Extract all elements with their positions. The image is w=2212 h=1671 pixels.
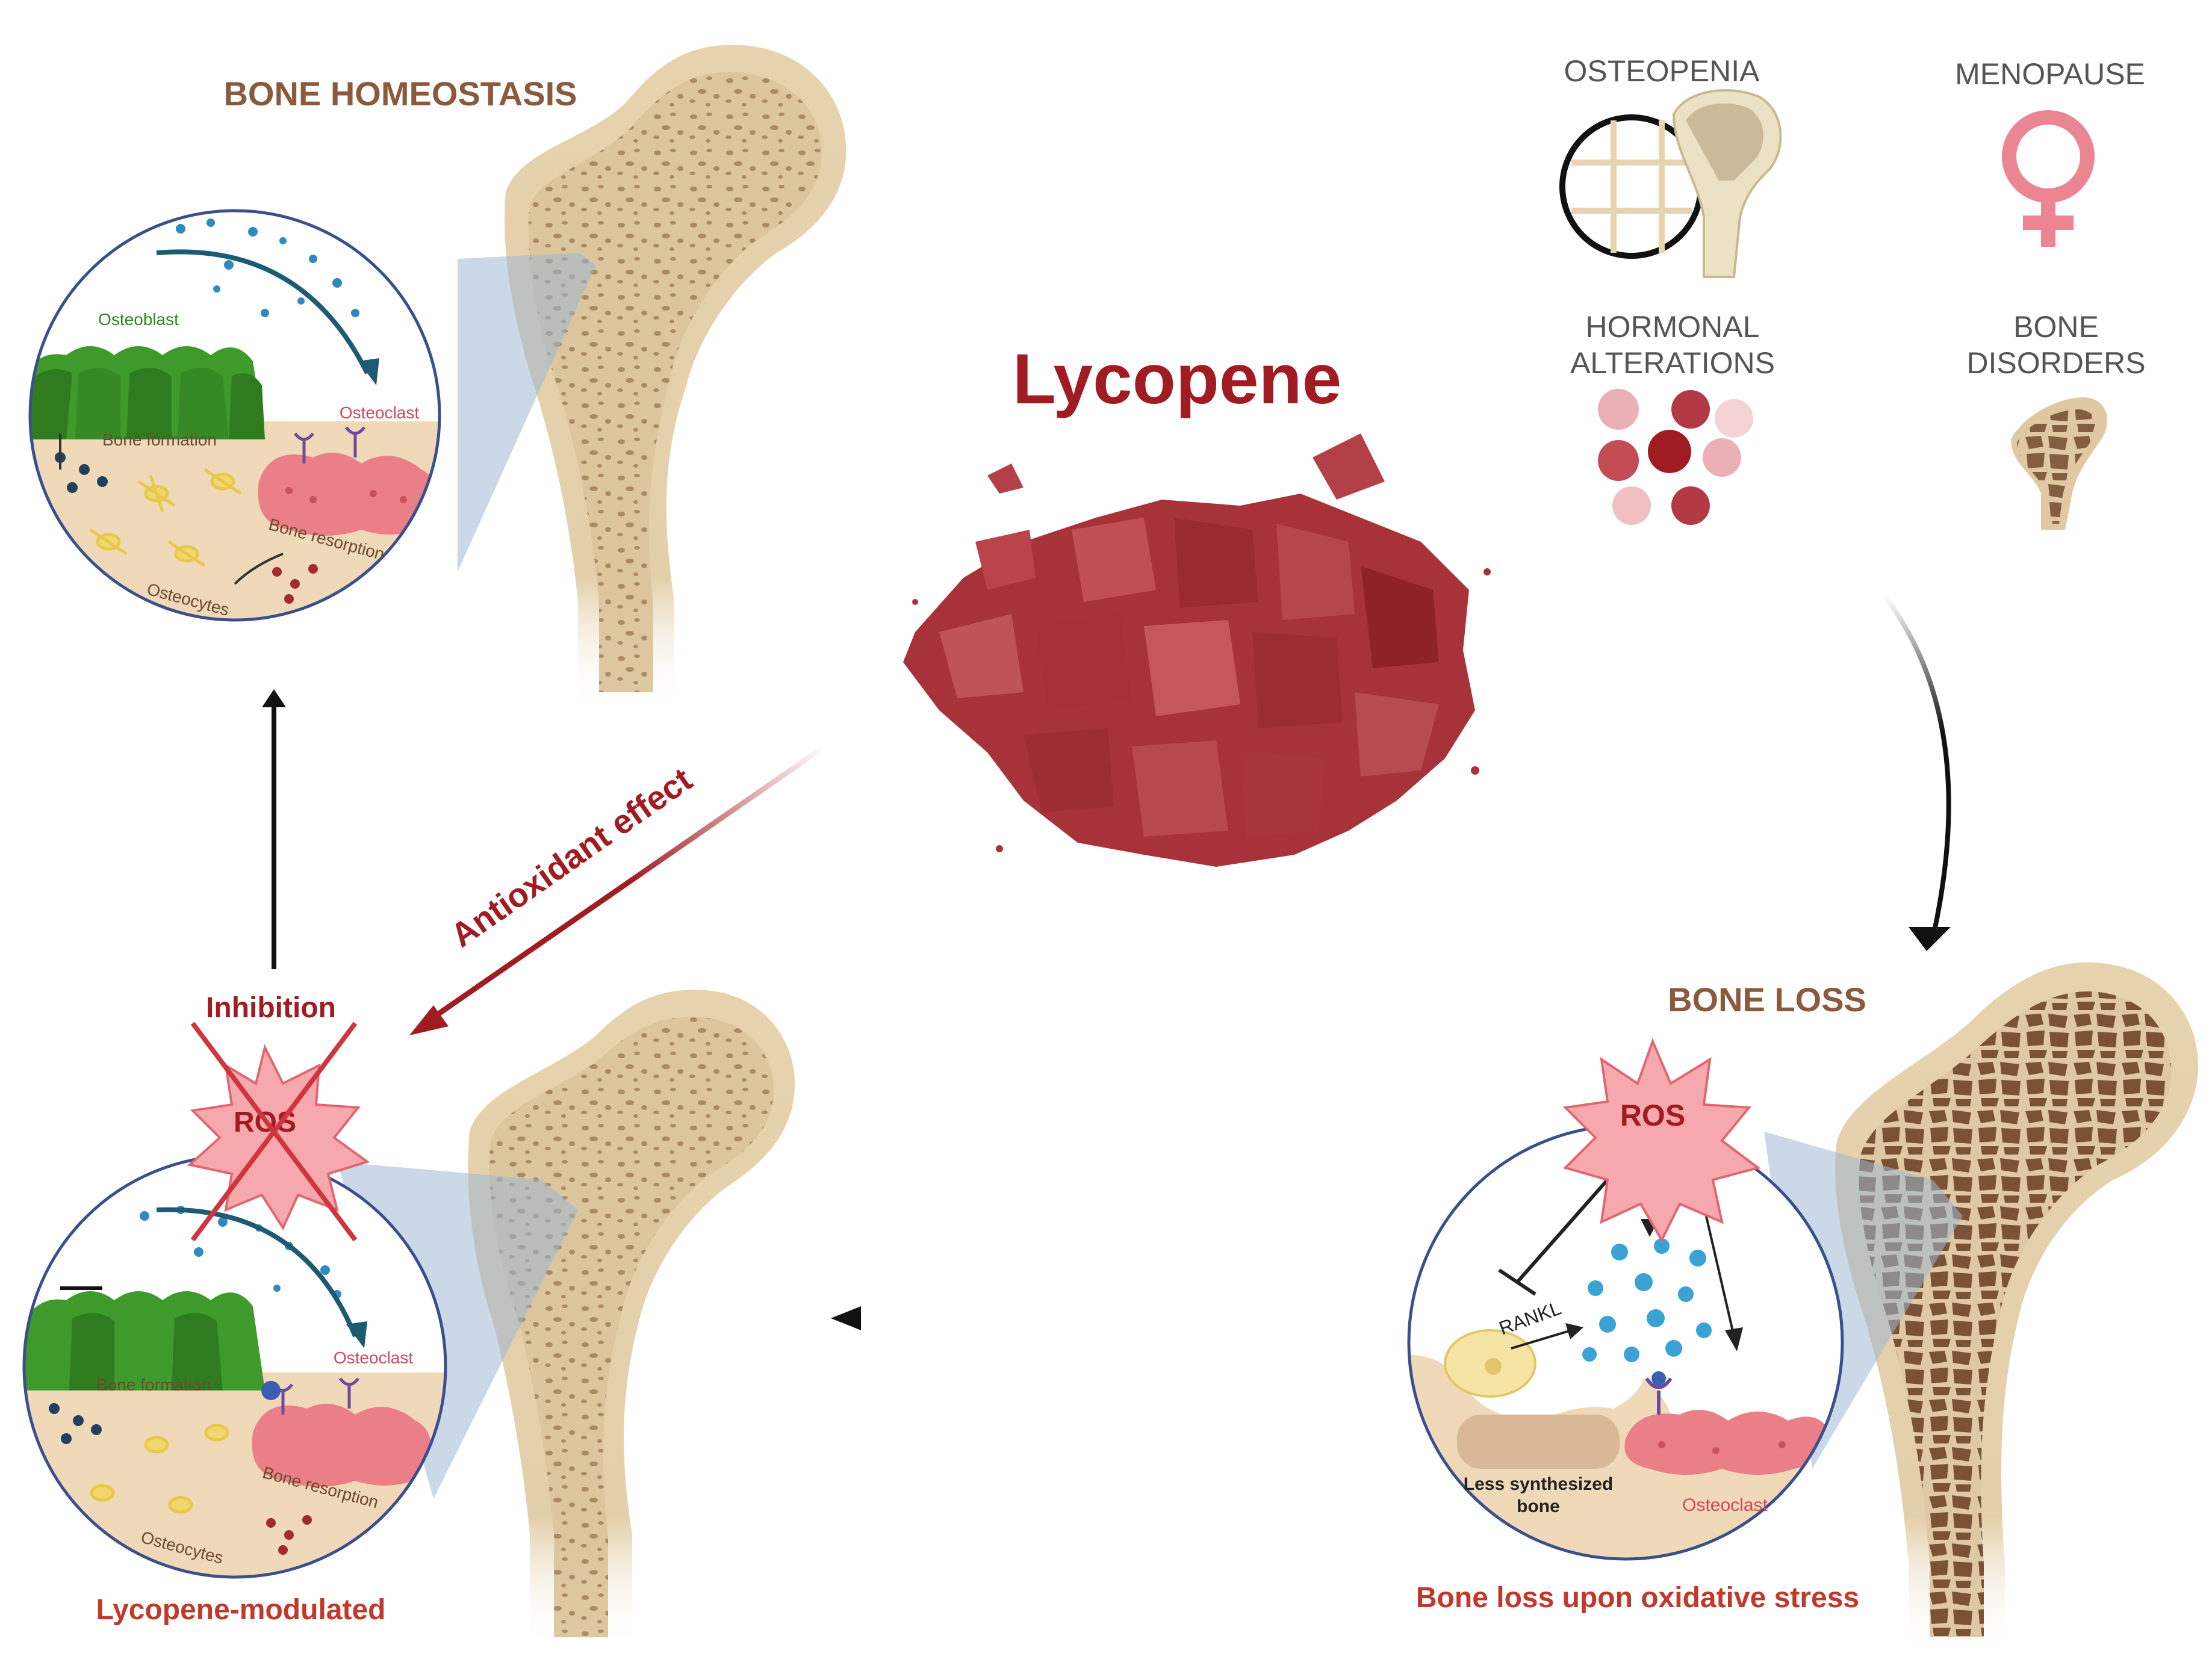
osteoclast-label-modulated: Osteoclast xyxy=(334,1348,413,1367)
arrow-to-bone-loss xyxy=(1882,594,1951,940)
osteoclast-cells-loss xyxy=(1624,1410,1830,1475)
bone-disorders-line1: BONE xyxy=(2013,310,2099,344)
bone-homeostasis-panel: BONE HOMEOSTASIS Osteoblast Osteoclast B… xyxy=(28,45,847,710)
hormonal-line2: ALTERATIONS xyxy=(1570,346,1775,380)
osteocytes xyxy=(89,468,242,568)
hormone-particles-icon xyxy=(1598,389,1753,525)
bone-loss-circle xyxy=(1407,1124,1844,1561)
zoom-cone xyxy=(458,253,596,572)
osteoclast-cells xyxy=(258,453,438,536)
lycopene-title: Lycopene xyxy=(1013,339,1341,419)
osteoclast-label-loss: Osteoclast xyxy=(1682,1495,1768,1515)
femur-healthy-top xyxy=(505,45,847,710)
osteopenia-icon xyxy=(1559,89,1782,278)
bone-formation-label-modulated: Bone formation xyxy=(96,1375,211,1394)
osteoblast-label: Osteoblast xyxy=(98,310,179,329)
lycopene-center: Lycopene xyxy=(903,339,1491,867)
ros-burst-loss: ROS xyxy=(1562,1038,1761,1243)
femur-osteoporotic xyxy=(1835,962,2199,1655)
risk-factors: OSTEOPENIA MENOPAUSE HORMONAL ALTERATION… xyxy=(1559,54,2146,530)
osteoblast-cells xyxy=(30,346,265,439)
hormonal-line1: HORMONAL xyxy=(1586,310,1760,344)
inhibition-cross xyxy=(190,1022,358,1242)
lycopene-modulated-caption: Lycopene-modulated xyxy=(96,1594,386,1626)
osteopenia-label: OSTEOPENIA xyxy=(1564,54,1760,88)
small-femur-icon xyxy=(2011,397,2107,530)
bone-loss-panel: BONE LOSS xyxy=(1407,962,2199,1655)
bone-loss-heading: BONE LOSS xyxy=(1668,981,1866,1018)
menopause-label: MENOPAUSE xyxy=(1955,57,2145,91)
mineral-particles xyxy=(176,219,359,317)
bone-loss-caption: Bone loss upon oxidative stress xyxy=(1416,1582,1859,1614)
inhibition-label: Inhibition xyxy=(206,992,336,1024)
lycopene-modulated-panel: Inhibition ROS Osteoclast Bone formation… xyxy=(22,990,795,1649)
antioxidant-arrow xyxy=(432,744,827,1020)
bone-disorders-line2: DISORDERS xyxy=(1966,346,2145,380)
less-bone-block xyxy=(1457,1415,1620,1469)
modulated-circle xyxy=(22,1154,447,1579)
bone-formation-label: Bone formation xyxy=(102,430,217,449)
bone-homeostasis-heading: BONE HOMEOSTASIS xyxy=(223,75,577,113)
osteoclast-label: Osteoclast xyxy=(340,403,419,422)
homeostasis-circle xyxy=(28,209,441,622)
less-synthesized-line2: bone xyxy=(1517,1496,1560,1516)
less-synthesized-line1: Less synthesized xyxy=(1464,1474,1613,1494)
ros-burst-inhibited: ROS xyxy=(187,1022,370,1242)
female-symbol-icon xyxy=(2002,110,2095,247)
lycopene-powder-image xyxy=(903,433,1491,867)
ros-label-loss: ROS xyxy=(1620,1099,1685,1132)
femur-healthy-bottom xyxy=(468,990,795,1649)
osteoclast-cells-modulated xyxy=(252,1404,432,1487)
ros-particles xyxy=(1582,1238,1712,1362)
